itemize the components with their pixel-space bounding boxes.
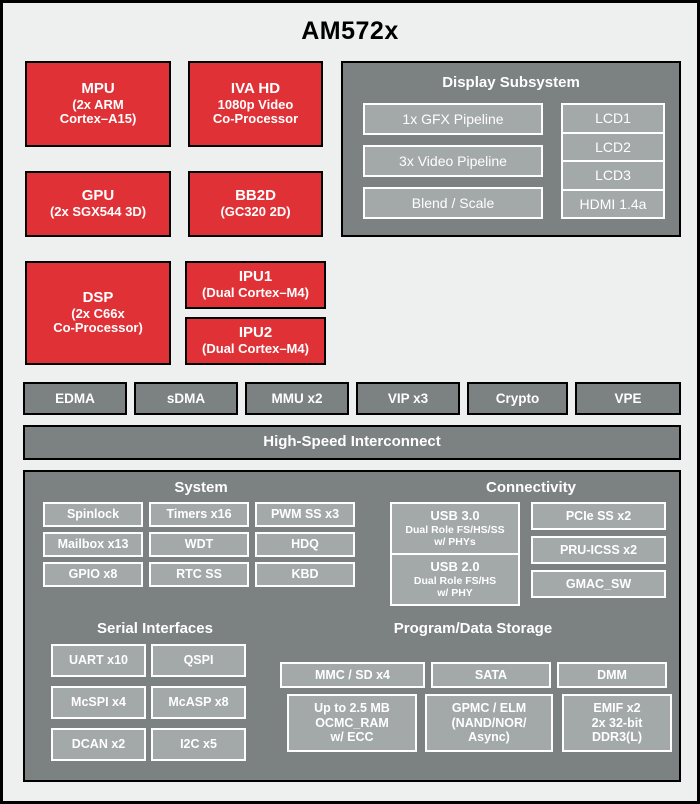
peripheral-crypto[interactable]: Crypto [467,382,568,415]
core-subline: Co-Processor [212,111,299,127]
page-title: AM572x [301,17,399,45]
peripheral-mmu[interactable]: MMU x2 [245,382,349,415]
connectivity-usb2[interactable]: USB 2.0 Dual Role FS/HS w/ PHY [392,555,518,604]
core-block-iva-hd[interactable]: IVA HD 1080p Video Co-Processor [188,61,323,147]
usb2-subline: w/ PHY [437,586,473,599]
storage-item-ocmc-ram[interactable]: Up to 2.5 MB OCMC_RAM w/ ECC [287,694,417,752]
core-block-dsp[interactable]: DSP (2x C66x Co-Processor) [25,261,171,365]
usb3-subline: w/ PHYs [434,535,476,548]
connectivity-usb3[interactable]: USB 3.0 Dual Role FS/HS/SS w/ PHYs [392,504,518,555]
emif-line: EMIF x2 [593,701,641,716]
display-subsystem-panel: Display Subsystem 1x GFX Pipeline 3x Vid… [341,61,681,237]
connectivity-item-pcie[interactable]: PCIe SS x2 [531,502,666,530]
serial-item-mcasp[interactable]: McASP x8 [151,686,246,719]
core-title: IPU2 [238,324,273,342]
storage-item-dmm[interactable]: DMM [557,662,667,688]
gpmc-line: Async) [468,730,510,745]
peripheral-sdma[interactable]: sDMA [134,382,238,415]
core-block-ipu1[interactable]: IPU1 (Dual Cortex–M4) [185,261,326,309]
core-subline: Cortex–A15) [59,111,137,127]
system-item-spinlock[interactable]: Spinlock [43,502,143,527]
system-item-kbd[interactable]: KBD [255,562,355,587]
display-output-lcd1[interactable]: LCD1 [563,105,663,134]
peripheral-vip[interactable]: VIP x3 [356,382,460,415]
display-output-stack: LCD1 LCD2 LCD3 HDMI 1.4a [561,103,665,219]
ocmc-line: w/ ECC [330,730,374,745]
display-pipeline-gfx[interactable]: 1x GFX Pipeline [363,103,543,135]
emif-line: 2x 32-bit [591,715,643,730]
system-item-timers[interactable]: Timers x16 [149,502,249,527]
connectivity-item-gmac-sw[interactable]: GMAC_SW [531,570,666,598]
system-item-gpio[interactable]: GPIO x8 [43,562,143,587]
usb3-title: USB 3.0 [430,507,480,523]
storage-group-title: Program/Data Storage [393,620,553,637]
storage-item-sata[interactable]: SATA [431,662,551,688]
core-subline: (2x SGX544 3D) [49,204,147,220]
core-block-bb2d[interactable]: BB2D (GC320 2D) [188,171,323,237]
storage-item-gpmc-elm[interactable]: GPMC / ELM (NAND/NOR/ Async) [425,694,553,752]
storage-item-mmc-sd[interactable]: MMC / SD x4 [280,662,425,688]
core-title: BB2D [235,187,276,205]
core-subline: (Dual Cortex–M4) [202,341,309,357]
display-output-hdmi[interactable]: HDMI 1.4a [579,195,647,212]
connectivity-group-title: Connectivity [485,479,576,496]
display-output-lcd3[interactable]: LCD3 [563,162,663,191]
usb2-title: USB 2.0 [430,558,480,574]
gpmc-line: GPMC / ELM [451,701,527,716]
core-title: IPU1 [238,268,273,286]
serial-item-i2c[interactable]: I2C x5 [151,728,246,761]
core-subline: 1080p Video [217,96,294,112]
serial-item-mcspi[interactable]: McSPI x4 [51,686,146,719]
serial-interfaces-group-title: Serial Interfaces [97,620,213,637]
core-block-mpu[interactable]: MPU (2x ARM Cortex–A15) [25,61,171,147]
core-title: IVA HD [230,80,281,98]
system-item-rtc-ss[interactable]: RTC SS [149,562,249,587]
core-subline: (2x ARM [72,96,124,112]
subsystems-panel: System Spinlock Timers x16 PWM SS x3 Mai… [23,470,681,782]
serial-item-uart[interactable]: UART x10 [51,644,146,677]
core-block-gpu[interactable]: GPU (2x SGX544 3D) [25,171,171,237]
connectivity-usb-stack: USB 3.0 Dual Role FS/HS/SS w/ PHYs USB 2… [390,502,520,606]
core-title: GPU [81,187,115,205]
usb3-subline: Dual Role FS/HS/SS [405,523,505,536]
core-subline: (2x C66x [71,305,125,321]
system-item-mailbox[interactable]: Mailbox x13 [43,532,143,557]
core-subline: (GC320 2D) [220,204,291,220]
system-item-hdq[interactable]: HDQ [255,532,355,557]
peripheral-edma[interactable]: EDMA [23,382,127,415]
system-item-pwm-ss[interactable]: PWM SS x3 [255,502,355,527]
usb2-subline: Dual Role FS/HS [413,574,497,587]
core-title: DSP [82,289,114,307]
display-output-lcd2[interactable]: LCD2 [563,134,663,162]
system-group-title: System [174,479,228,496]
serial-item-qspi[interactable]: QSPI [151,644,246,677]
high-speed-interconnect-bar[interactable]: High-Speed Interconnect [23,425,681,460]
ocmc-line: OCMC_RAM [315,715,389,730]
gpmc-line: (NAND/NOR/ [451,715,527,730]
peripheral-vpe[interactable]: VPE [575,382,681,415]
core-subline: (Dual Cortex–M4) [202,285,309,301]
display-pipeline-blend-scale[interactable]: Blend / Scale [363,187,543,219]
core-title: MPU [81,80,115,98]
connectivity-item-pru-icss[interactable]: PRU-ICSS x2 [531,536,666,564]
serial-item-dcan[interactable]: DCAN x2 [51,728,146,761]
core-block-ipu2[interactable]: IPU2 (Dual Cortex–M4) [185,317,326,365]
core-subline: Co-Processor) [53,320,143,336]
display-pipeline-video[interactable]: 3x Video Pipeline [363,145,543,177]
display-subsystem-title: Display Subsystem [442,74,580,91]
emif-line: DDR3(L) [592,730,642,745]
system-item-wdt[interactable]: WDT [149,532,249,557]
storage-item-emif[interactable]: EMIF x2 2x 32-bit DDR3(L) [562,694,672,752]
ocmc-line: Up to 2.5 MB [314,701,390,716]
